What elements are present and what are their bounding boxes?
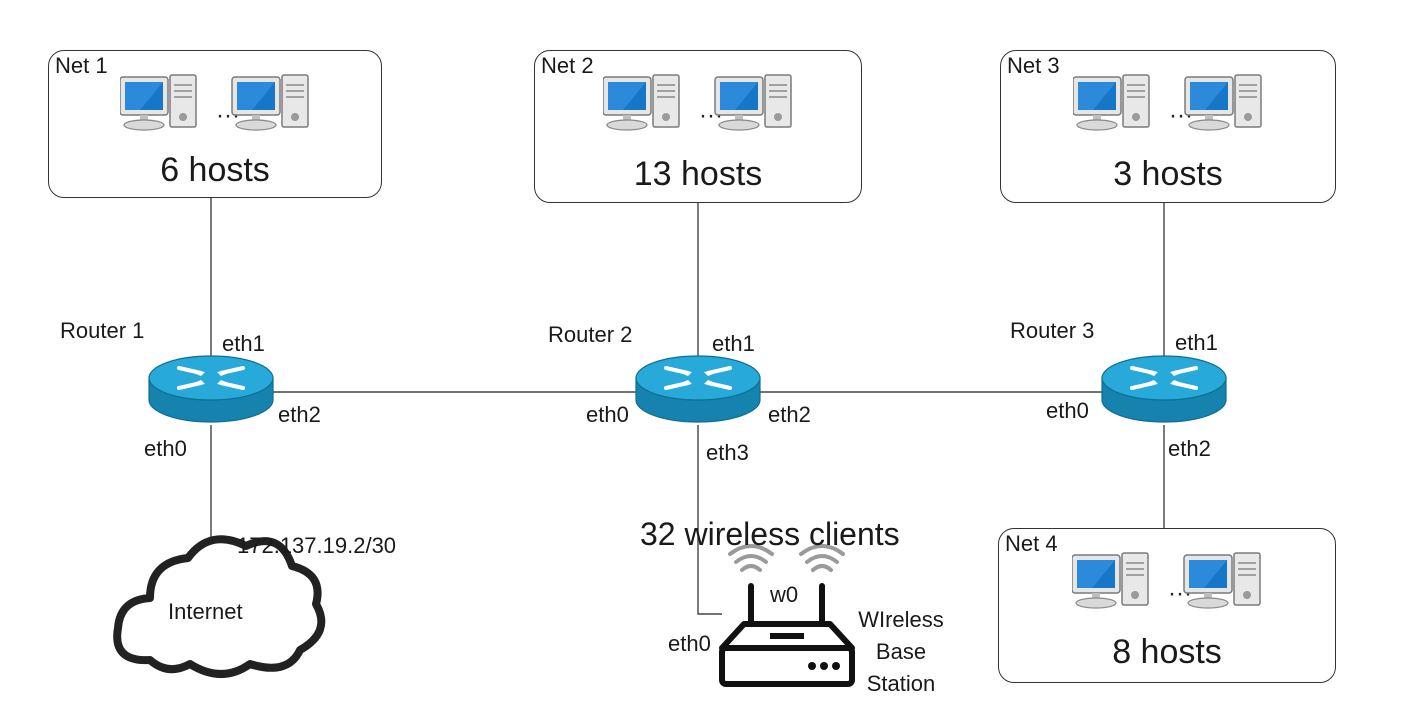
host-group: ···: [999, 549, 1335, 614]
desktop-pc-icon: ···: [119, 74, 309, 131]
links: [210, 197, 1165, 615]
host-count: 13 hosts: [633, 155, 763, 193]
host-group: ···: [1001, 71, 1335, 136]
desktop-pc-icon: ···: [602, 74, 792, 131]
host-group: ···: [535, 71, 861, 136]
net-label: Net 3: [1007, 53, 1060, 78]
router-2-eth2: eth2: [768, 402, 811, 427]
desktop-pc-icon: ···: [1071, 552, 1261, 609]
desktop-pc-icon: ···: [1072, 74, 1262, 131]
ap-w0-label: w0: [770, 582, 799, 607]
host-group: ···: [49, 71, 381, 136]
base-station-line: Station: [866, 671, 936, 696]
net-label: Net 4: [1005, 531, 1058, 556]
router-1-eth1: eth1: [222, 331, 265, 356]
router-3-eth0: eth0: [1046, 398, 1089, 423]
link-router2-basestation: [697, 425, 722, 615]
router-3-eth2: eth2: [1168, 436, 1211, 461]
host-count: 3 hosts: [1113, 155, 1223, 193]
router-3-label: Router 3: [1010, 318, 1095, 343]
basestation-eth0-label: eth0: [668, 631, 711, 656]
net-label: Net 1: [55, 53, 108, 78]
cloud-icon: [113, 535, 326, 678]
router-2-eth3: eth3: [706, 440, 749, 465]
net-4-box: Net 4 ··· 8 hosts: [998, 528, 1336, 683]
router-1-eth0: eth0: [144, 436, 187, 461]
host-count: 6 hosts: [160, 151, 270, 189]
wifi-router-icon: [719, 544, 855, 687]
router-2-eth0: eth0: [586, 402, 629, 427]
router-icon: [634, 354, 762, 424]
host-count: 8 hosts: [1112, 633, 1222, 671]
internet-address: 172.137.19.2/30: [237, 533, 397, 558]
router-2-label: Router 2: [548, 322, 633, 347]
net-2-box: Net 2 ··· 13 hosts: [534, 50, 862, 203]
base-station-line: WIreless: [858, 607, 944, 632]
wireless-clients-label: 32 wireless clients: [640, 516, 900, 552]
router-2-eth1: eth1: [712, 331, 755, 356]
router-icon: [147, 354, 275, 424]
router-icon: [1100, 354, 1228, 424]
router-3-eth1: eth1: [1175, 330, 1218, 355]
net-label: Net 2: [541, 53, 594, 78]
internet-label: Internet: [168, 599, 243, 624]
router-1-eth2: eth2: [278, 402, 321, 427]
net-3-box: Net 3 ··· 3 hosts: [1000, 50, 1336, 203]
net-1-box: Net 1 ··· 6 hosts: [48, 50, 382, 198]
router-1-label: Router 1: [60, 318, 145, 343]
base-station-label: WIreless Base Station: [846, 604, 956, 700]
base-station-line: Base: [875, 639, 927, 664]
